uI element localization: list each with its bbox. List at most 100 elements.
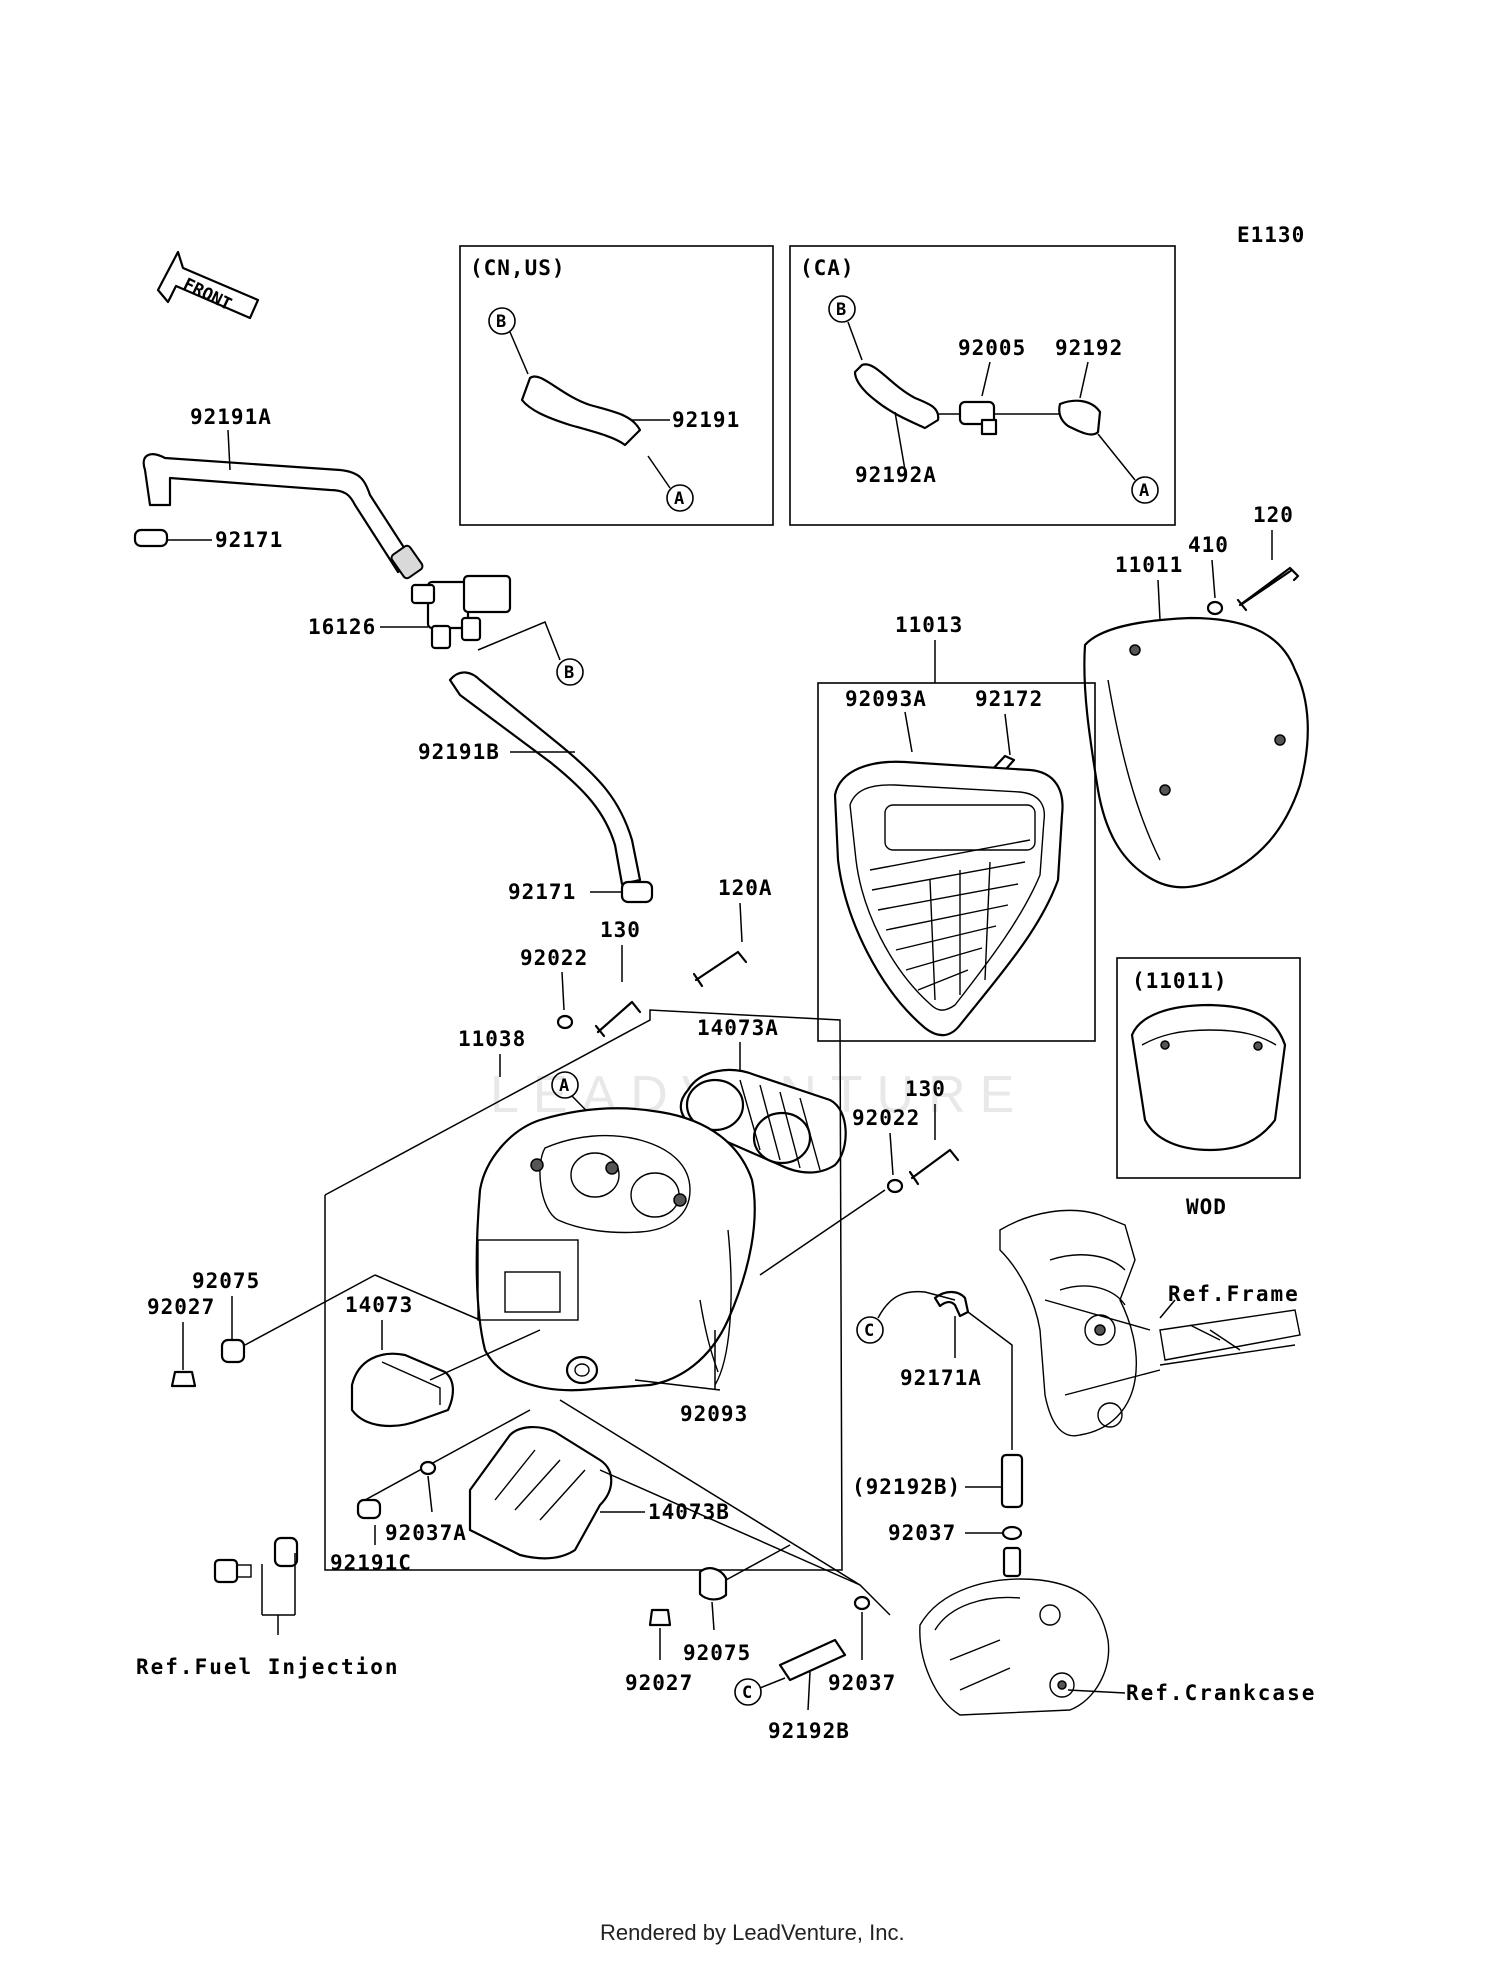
housing-inlet-opening xyxy=(504,1271,561,1313)
hose-assembly-left: 92191A 92171 16126 B 92191B 92171 xyxy=(133,405,654,904)
callout-c-bottom: C xyxy=(742,1683,752,1703)
hose-92192 xyxy=(1058,399,1102,436)
valve-body-right xyxy=(462,574,512,614)
footer-credit: Rendered by LeadVenture, Inc. xyxy=(600,1920,905,1945)
air-cleaner-cover-11011 xyxy=(1083,616,1309,889)
hose-92191C xyxy=(356,1498,382,1520)
hose-92191 xyxy=(520,375,642,447)
housing-11038-group: 120A 130 92022 14073A 11038 A xyxy=(324,876,960,1571)
callout-a-circle-housing xyxy=(551,1071,579,1099)
sensor-fuel-injection xyxy=(213,1536,299,1584)
ref-crankcase: Ref.Crankcase xyxy=(1126,1681,1316,1705)
ref-fuel-injection: Ref.Fuel Injection xyxy=(136,1655,400,1679)
crankcase-illustration xyxy=(919,1546,1110,1716)
clamp-92037-right xyxy=(1001,1525,1023,1541)
callout-c-circle-right xyxy=(856,1316,884,1344)
bolt-130-top xyxy=(594,1000,642,1038)
inset-cn-us-label: (CN,US) xyxy=(470,256,566,280)
label-92027-bottom: 92027 xyxy=(625,1671,693,1695)
label-92093: 92093 xyxy=(680,1402,748,1426)
cover-bolt-hole-1 xyxy=(1129,644,1141,656)
label-92191B: 92191B xyxy=(418,740,500,764)
callout-c-right: C xyxy=(864,1321,874,1341)
inset-wod-label: (11011) xyxy=(1132,969,1228,993)
valve-port-top xyxy=(410,583,436,605)
inset-ca: (CA) B 92005 92192 92192A A xyxy=(789,245,1176,526)
bolt-120A xyxy=(692,950,748,988)
fitting-92005-stub xyxy=(980,418,998,436)
label-92191A: 92191A xyxy=(190,405,272,429)
hose-92192B-paren xyxy=(1000,1453,1024,1509)
grommet-92075-left xyxy=(220,1338,246,1364)
lower-left-parts: 92075 92027 14073 92191C 92037A Ref.Fuel… xyxy=(136,1269,541,1679)
valve-16126 xyxy=(410,574,512,650)
label-130-top: 130 xyxy=(600,918,641,942)
duct-14073B xyxy=(468,1426,613,1560)
callout-a-circle xyxy=(666,484,694,512)
callout-a-circle-ca xyxy=(1131,476,1159,504)
label-11038: 11038 xyxy=(458,1027,526,1051)
callout-b-circle xyxy=(488,307,516,335)
housing-inlet-box xyxy=(477,1239,579,1321)
label-11011: 11011 xyxy=(1115,553,1183,577)
label-92192: 92192 xyxy=(1055,336,1123,360)
hose-92191A xyxy=(142,453,414,574)
label-130-right: 130 xyxy=(905,1077,946,1101)
callout-a: A xyxy=(674,489,684,509)
inset-box-ca xyxy=(789,245,1176,526)
label-92192A: 92192A xyxy=(855,463,937,487)
clamp-92171-top xyxy=(133,528,169,548)
valve-port-bottom-left xyxy=(430,624,452,650)
clamp-92037A xyxy=(419,1460,437,1476)
cover-wod-variant xyxy=(1130,1003,1287,1152)
plug-92027-bottom xyxy=(648,1608,672,1627)
wod-label: WOD xyxy=(1186,1195,1227,1219)
label-92037-bottom: 92037 xyxy=(828,1671,896,1695)
air-cleaner-housing-11038 xyxy=(475,1107,756,1392)
label-92075-left: 92075 xyxy=(192,1269,260,1293)
label-92171A: 92171A xyxy=(900,1366,982,1390)
cover-bolt-hole-3 xyxy=(1274,734,1286,746)
washer-92022-top xyxy=(556,1014,574,1030)
callout-a-ca: A xyxy=(1139,481,1149,501)
bolt-120 xyxy=(1236,566,1300,612)
label-410: 410 xyxy=(1188,533,1229,557)
label-92022-top: 92022 xyxy=(520,946,588,970)
hose-92192B xyxy=(778,1638,847,1682)
clamp-92171-mid xyxy=(620,880,654,904)
label-120: 120 xyxy=(1253,503,1294,527)
ref-frame: Ref.Frame xyxy=(1168,1282,1300,1306)
label-92171-mid: 92171 xyxy=(508,880,576,904)
label-92037A: 92037A xyxy=(385,1521,467,1545)
callout-a-housing: A xyxy=(559,1076,569,1096)
hose-92191B xyxy=(448,671,642,886)
valve-port-bottom-right xyxy=(460,616,482,642)
hose-92192A xyxy=(853,363,940,430)
element-11013-group: 11013 92093A 92172 xyxy=(817,613,1096,1042)
bolt-130-right xyxy=(908,1148,960,1186)
wod-bolt-hole-1 xyxy=(1160,1040,1170,1050)
plug-92027-left xyxy=(170,1370,197,1388)
intake-duct-14073A xyxy=(679,1068,847,1174)
lower-center-parts: 14073B 92075 92027 C 92192B 92037 xyxy=(468,1399,896,1743)
callout-c-circle-bottom xyxy=(734,1678,762,1706)
label-11013: 11013 xyxy=(895,613,963,637)
callout-b: B xyxy=(496,312,506,332)
label-14073B: 14073B xyxy=(648,1500,730,1524)
callout-b-ca: B xyxy=(836,300,846,320)
housing-drain xyxy=(565,1355,599,1385)
grommet-92075-bottom xyxy=(698,1567,728,1601)
label-14073: 14073 xyxy=(345,1293,413,1317)
label-92191: 92191 xyxy=(672,408,740,432)
label-92171-top: 92171 xyxy=(215,528,283,552)
callout-b-circle-left xyxy=(556,658,584,686)
label-92037-right: 92037 xyxy=(888,1521,956,1545)
fitting-92005 xyxy=(958,400,996,426)
washer-92022-right xyxy=(886,1178,904,1194)
cover-11011-group: 120 410 11011 xyxy=(1083,503,1309,889)
wod-bolt-hole-2 xyxy=(1253,1041,1263,1051)
housing-boss-3 xyxy=(673,1193,687,1207)
frame-illustration xyxy=(999,1209,1301,1437)
